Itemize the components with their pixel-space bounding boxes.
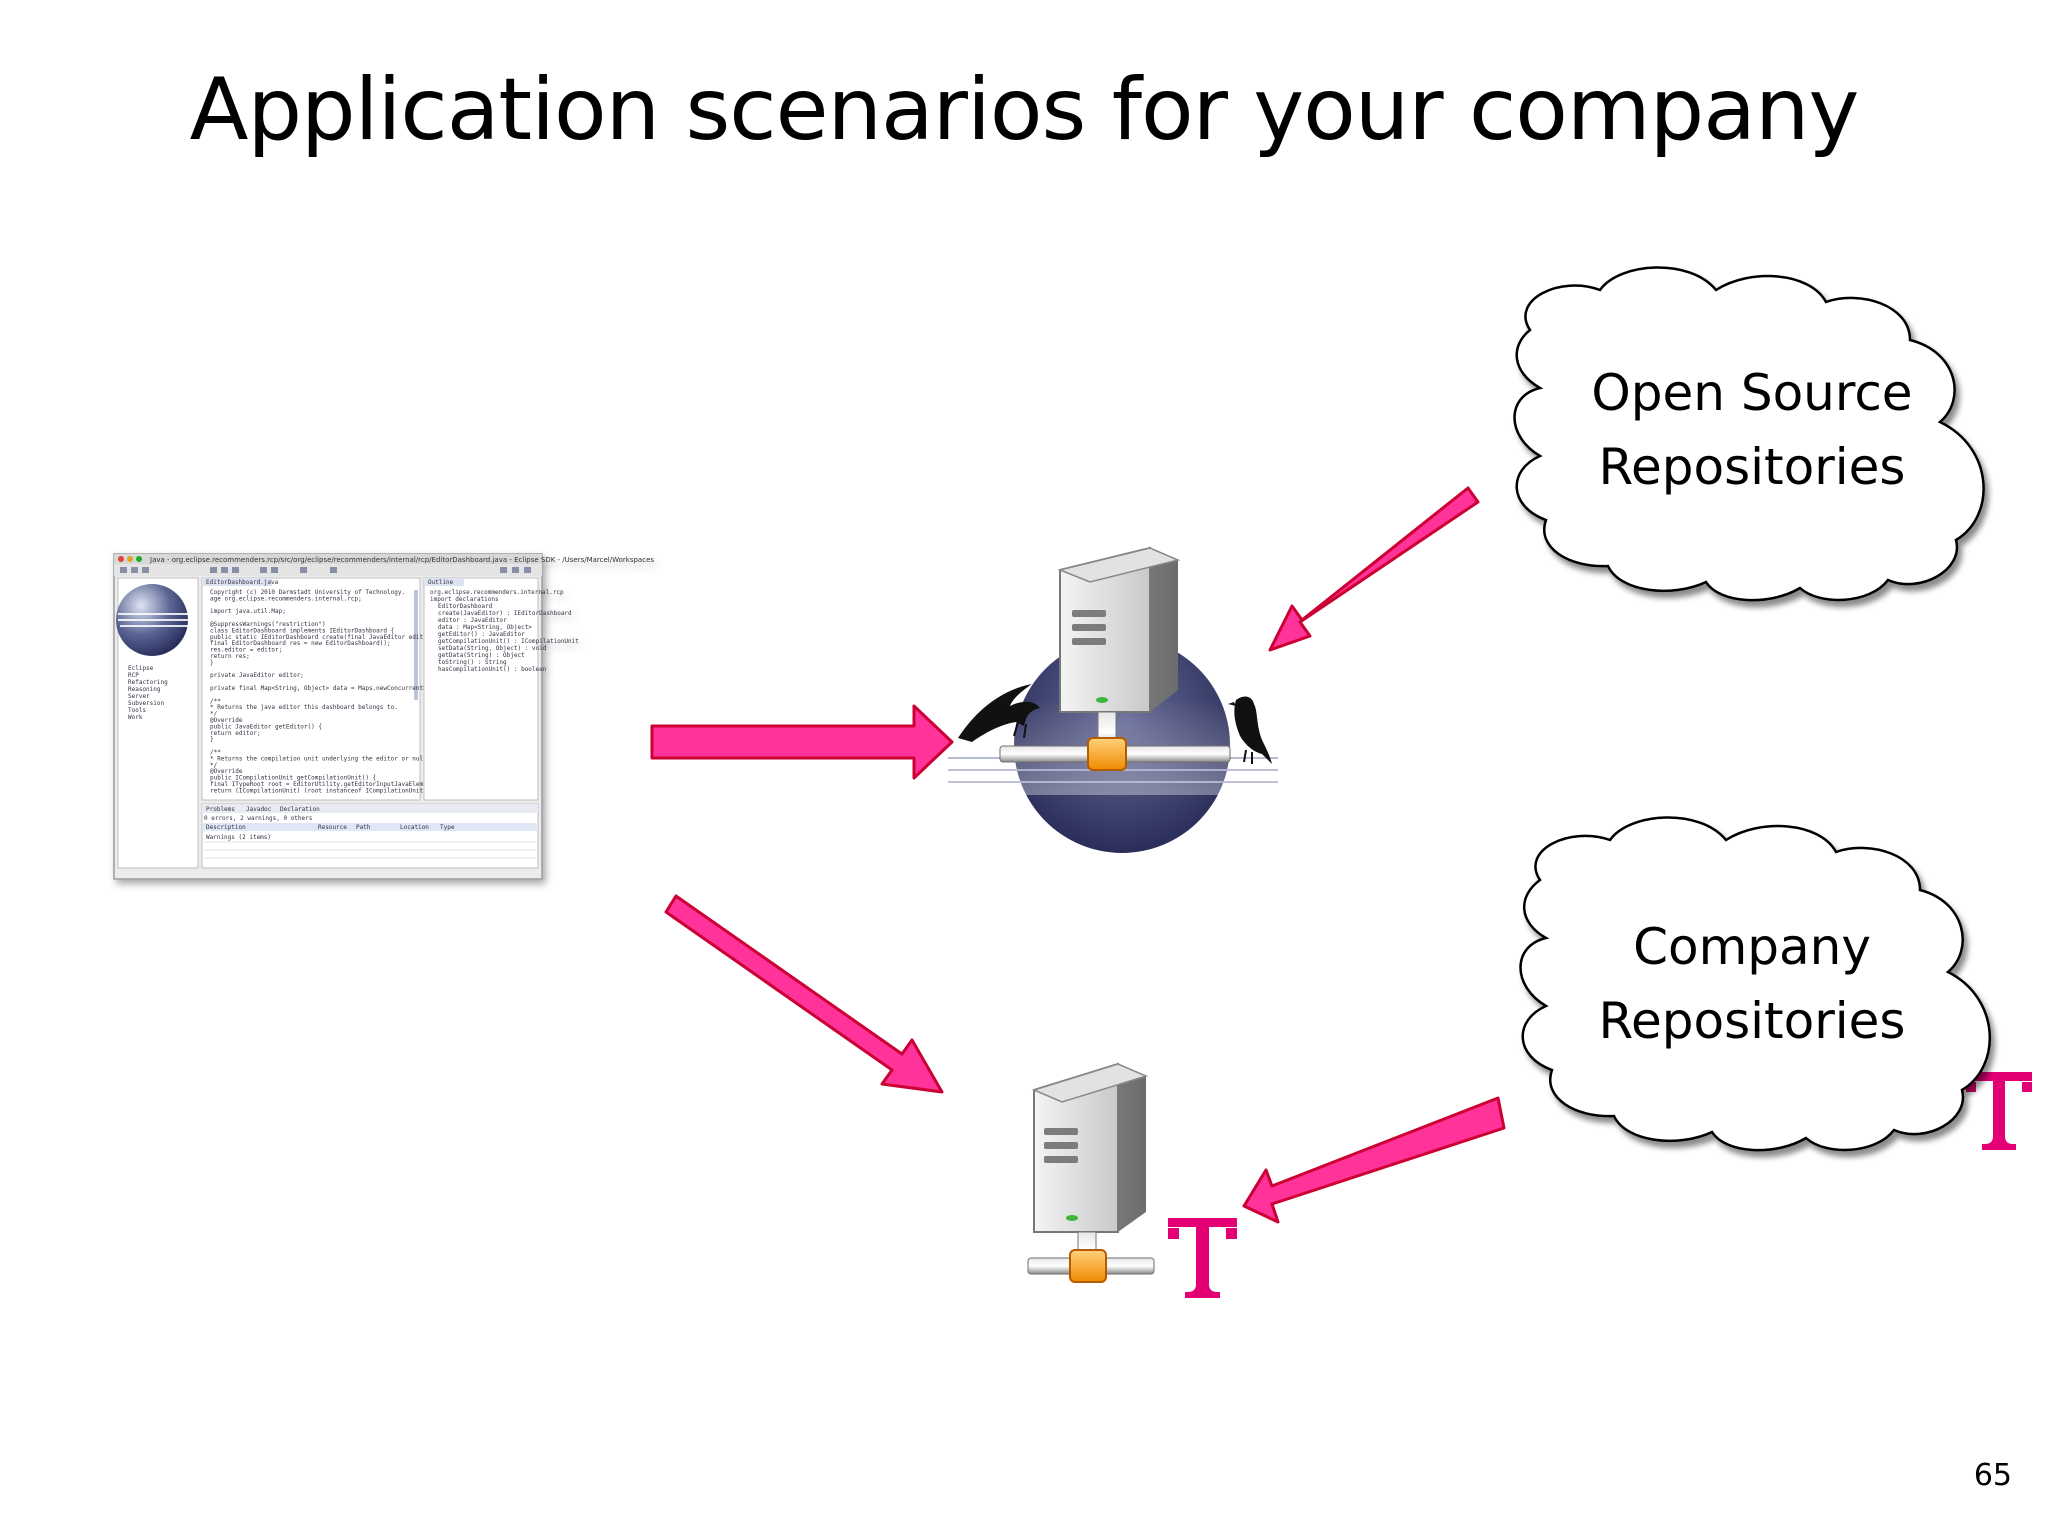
outline-item[interactable]: org.eclipse.recommenders.internal.rcp: [430, 589, 564, 596]
outline-item[interactable]: setData(String, Object) : void: [438, 645, 547, 652]
problems-column-header[interactable]: Location: [400, 824, 429, 831]
slide-title: Application scenarios for your company: [189, 60, 1860, 160]
open-source-cloud-line2: Repositories: [1599, 438, 1906, 496]
problems-table-header: Description Resource Path Location Type: [206, 824, 455, 831]
code-line: import java.util.Map;: [210, 608, 286, 615]
declaration-tab[interactable]: Declaration: [280, 806, 320, 813]
company-server-icon: [1027, 1062, 1155, 1283]
code-line: @SuppressWarnings("restriction"): [210, 621, 326, 628]
tree-item[interactable]: Refactoring: [128, 679, 168, 686]
package-explorer-tree[interactable]: Eclipse RCP Refactoring Reasoning Server…: [128, 665, 168, 721]
code-line: return (ICompilationUnit) (root instance…: [210, 787, 442, 794]
code-line: public ICompilationUnit getCompilationUn…: [210, 775, 376, 782]
tree-item[interactable]: Work: [128, 714, 143, 721]
outline-item[interactable]: getData(String) : Object: [438, 652, 525, 659]
company-cloud-line2: Repositories: [1599, 992, 1906, 1050]
tree-item[interactable]: RCP: [128, 672, 139, 679]
outline-tab[interactable]: Outline: [428, 579, 454, 586]
arrow-open-source-to-public-server: [1268, 486, 1480, 652]
page-number: 65: [1973, 1458, 2012, 1493]
open-source-repositories-cloud: [1513, 266, 1985, 602]
outline-item[interactable]: editor : JavaEditor: [438, 617, 507, 624]
problems-tab[interactable]: Problems: [206, 806, 235, 813]
outline-item[interactable]: EditorDashboard: [438, 603, 493, 610]
arrow-ide-to-company-server: [664, 894, 944, 1094]
code-line: private JavaEditor editor;: [210, 672, 304, 679]
tree-item[interactable]: Server: [128, 693, 150, 700]
code-line: public JavaEditor getEditor() {: [210, 723, 322, 730]
ide-window-title: Java - org.eclipse.recommenders.rcp/src/…: [149, 556, 654, 564]
outline-item[interactable]: getCompilationUnit() : ICompilationUnit: [438, 638, 579, 645]
code-line: return editor;: [210, 730, 261, 737]
outline-item[interactable]: hasCompilationUnit() : boolean: [438, 666, 547, 673]
open-source-cloud-line1: Open Source: [1591, 364, 1912, 422]
code-line: */: [210, 711, 218, 718]
telekom-t-logo-cloud: [1966, 1072, 2032, 1150]
outline-item[interactable]: data : Map<String, Object>: [438, 624, 532, 631]
outline-item[interactable]: getEditor() : JavaEditor: [438, 631, 525, 638]
problems-column-header[interactable]: Description: [206, 824, 246, 831]
problems-column-header[interactable]: Type: [440, 824, 455, 831]
code-line: age org.eclipse.recommenders.internal.rc…: [210, 595, 362, 602]
code-line: res.editor = editor;: [210, 647, 282, 654]
code-line: /**: [210, 698, 221, 705]
telekom-t-logo: [1168, 1218, 1237, 1298]
code-line: private final Map<String, Object> data =…: [210, 685, 445, 692]
outline-item[interactable]: create(JavaEditor) : IEditorDashboard: [438, 610, 572, 617]
tree-item[interactable]: Eclipse: [128, 665, 154, 672]
code-editor[interactable]: Copyright (c) 2010 Darmstadt University …: [210, 589, 456, 794]
problems-summary: 0 errors, 2 warnings, 0 others: [204, 815, 313, 822]
code-line: */: [210, 762, 218, 769]
code-line: @Override: [210, 768, 243, 775]
editor-tab[interactable]: EditorDashboard.java: [206, 579, 279, 586]
outline-item[interactable]: toString() : String: [438, 659, 507, 666]
code-line: }: [210, 659, 214, 666]
javadoc-tab[interactable]: Javadoc: [246, 806, 272, 813]
code-line: * Returns the compilation unit underlyin…: [210, 755, 430, 762]
eclipse-ide-screenshot-icon: Java - org.eclipse.recommenders.rcp/src/…: [113, 553, 654, 880]
problems-row[interactable]: Warnings (2 items): [206, 834, 271, 841]
code-line: @Override: [210, 717, 243, 724]
code-line: /**: [210, 749, 221, 756]
code-line: public static IEditorDashboard create(fi…: [210, 634, 441, 641]
raven-left-icon: [958, 684, 1040, 742]
arrows: [650, 486, 1506, 1224]
company-repositories-cloud: [1519, 816, 1991, 1152]
code-line: final EditorDashboard res = new EditorDa…: [210, 640, 391, 647]
arrow-company-repo-to-company-server: [1242, 1096, 1506, 1224]
problems-column-header[interactable]: Path: [356, 824, 371, 831]
code-line: final ITypeRoot root = EditorUtility.get…: [210, 781, 456, 788]
outline-item[interactable]: import declarations: [430, 596, 499, 603]
code-line: }: [210, 736, 214, 743]
server-with-ravens-icon: [948, 546, 1278, 853]
code-line: Copyright (c) 2010 Darmstadt University …: [210, 589, 405, 596]
tree-item[interactable]: Subversion: [128, 700, 165, 707]
tree-item[interactable]: Tools: [128, 707, 146, 714]
code-line: return res;: [210, 653, 250, 660]
code-line: class EditorDashboard implements IEditor…: [210, 627, 394, 634]
company-cloud-line1: Company: [1633, 918, 1871, 976]
tree-item[interactable]: Reasoning: [128, 686, 161, 693]
arrow-ide-to-public-server: [650, 704, 954, 780]
outline-view[interactable]: org.eclipse.recommenders.internal.rcpimp…: [430, 589, 579, 673]
raven-right-icon: [1234, 696, 1272, 764]
problems-column-header[interactable]: Resource: [318, 824, 347, 831]
code-line: * Returns the java editor this dashboard…: [210, 704, 398, 711]
